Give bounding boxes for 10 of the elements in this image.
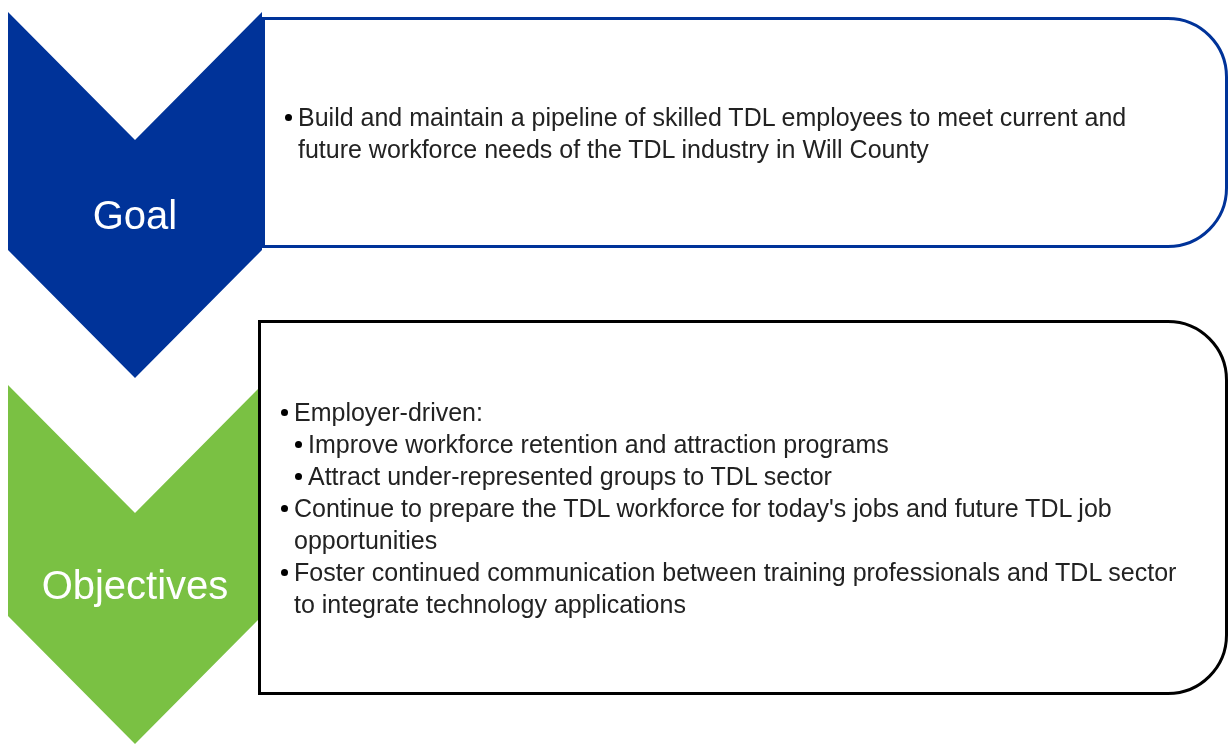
bullet-text: Foster continued communication between training professionals and TDL sector to integrate technology applications bbox=[294, 556, 1178, 620]
bullet-text: Attract under-represented groups to TDL sector bbox=[308, 460, 832, 492]
text-panel bbox=[258, 320, 1228, 695]
heading: Goal bbox=[92, 192, 178, 239]
bullet-text: Build and maintain a pipeline of skilled TDL employees to meet current and future workforce needs of the TDL industry in Will County bbox=[298, 101, 1128, 165]
heading: Objectives bbox=[41, 561, 229, 609]
text-panel bbox=[262, 17, 1228, 248]
bullet-text: Improve workforce retention and attraction programs bbox=[308, 428, 889, 460]
bullet-text: Employer-driven: bbox=[294, 396, 483, 428]
bullet-text: Continue to prepare the TDL workforce for today's jobs and future TDL job opportunities bbox=[294, 492, 1113, 556]
